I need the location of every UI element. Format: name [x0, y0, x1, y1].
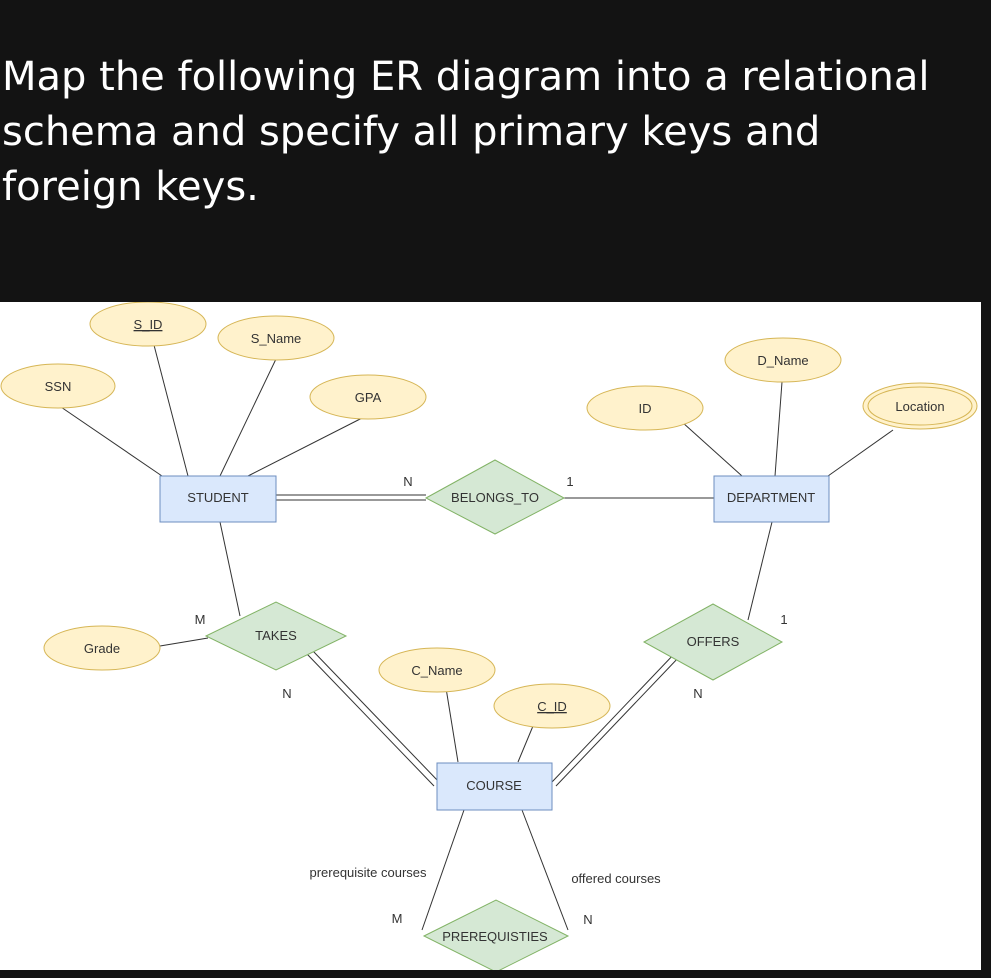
line-takes-course-2 — [311, 649, 440, 783]
cardinality-takes-student: M — [195, 612, 206, 627]
attribute-d-name: D_Name — [724, 337, 842, 383]
cardinality-offers-department: 1 — [780, 612, 787, 627]
attribute-s-name: S_Name — [217, 315, 335, 361]
cardinality-belongs-to-department: 1 — [566, 474, 573, 489]
line-course-prereq-right — [521, 809, 569, 931]
relationship-prerequisites-label: PREREQUISTIES — [442, 929, 548, 944]
line-id-department — [681, 421, 743, 477]
question-text: Map the following ER diagram into a rela… — [2, 54, 930, 210]
line-ssn-student — [57, 404, 163, 477]
line-student-takes — [219, 521, 241, 617]
line-takes-course-1 — [306, 653, 435, 787]
relationship-offers: OFFERS — [642, 603, 784, 681]
line-sname-student — [219, 358, 277, 477]
attribute-ssn-label: SSN — [45, 379, 72, 394]
entity-department-label: DEPARTMENT — [727, 490, 815, 505]
relationship-offers-label: OFFERS — [687, 634, 740, 649]
attribute-dept-id-label: ID — [639, 401, 652, 416]
connector-lines — [57, 321, 894, 931]
attribute-grade-label: Grade — [84, 641, 120, 656]
attribute-c-id: C_ID — [493, 683, 611, 729]
attribute-s-name-label: S_Name — [251, 331, 302, 346]
entity-student: STUDENT — [159, 475, 277, 523]
cardinality-belongs-to-student: N — [403, 474, 412, 489]
attribute-ssn: SSN — [0, 363, 116, 409]
line-location-department — [827, 429, 894, 477]
relationship-belongs-to: BELONGS_TO — [424, 459, 566, 535]
attribute-location-label: Location — [895, 399, 944, 414]
er-diagram-canvas: S_ID S_Name SSN GPA D_Name ID Location — [0, 301, 981, 973]
attribute-gpa-label: GPA — [355, 390, 382, 405]
entity-student-label: STUDENT — [187, 490, 248, 505]
role-offered-courses: offered courses — [571, 871, 661, 886]
line-offers-course-1 — [551, 651, 677, 783]
attribute-c-name-label: C_Name — [411, 663, 462, 678]
line-cname-course — [445, 687, 459, 763]
cardinality-prereq-right: N — [583, 912, 592, 927]
attribute-c-name: C_Name — [378, 647, 496, 693]
er-diagram: S_ID S_Name SSN GPA D_Name ID Location — [0, 301, 978, 973]
entity-department: DEPARTMENT — [713, 475, 830, 523]
attribute-s-id: S_ID — [89, 301, 207, 347]
line-sid-student — [147, 321, 189, 477]
role-prerequisite-courses: prerequisite courses — [309, 865, 427, 880]
line-grade-takes — [159, 637, 209, 647]
entity-course-label: COURSE — [466, 778, 522, 793]
relationship-takes: TAKES — [204, 601, 348, 671]
attribute-grade: Grade — [43, 625, 161, 671]
attribute-gpa: GPA — [309, 374, 427, 420]
cardinality-takes-course: N — [282, 686, 291, 701]
attribute-c-id-label: C_ID — [537, 699, 567, 714]
line-gpa-student — [247, 414, 369, 477]
line-department-offers — [747, 521, 773, 621]
line-course-prereq-left — [421, 809, 465, 931]
cardinality-prereq-left: M — [392, 911, 403, 926]
attribute-s-id-label: S_ID — [134, 317, 163, 332]
cardinality-offers-course: N — [693, 686, 702, 701]
relationship-belongs-to-label: BELONGS_TO — [451, 490, 539, 505]
relationship-takes-label: TAKES — [255, 628, 297, 643]
entity-course: COURSE — [436, 762, 553, 811]
line-offers-course-2 — [555, 655, 681, 787]
attribute-d-name-label: D_Name — [757, 353, 808, 368]
attribute-dept-id: ID — [586, 385, 704, 431]
line-dname-department — [774, 381, 783, 477]
line-cid-course — [517, 725, 534, 763]
relationship-prerequisites: PREREQUISTIES — [422, 899, 570, 973]
attribute-location: Location — [862, 382, 978, 430]
